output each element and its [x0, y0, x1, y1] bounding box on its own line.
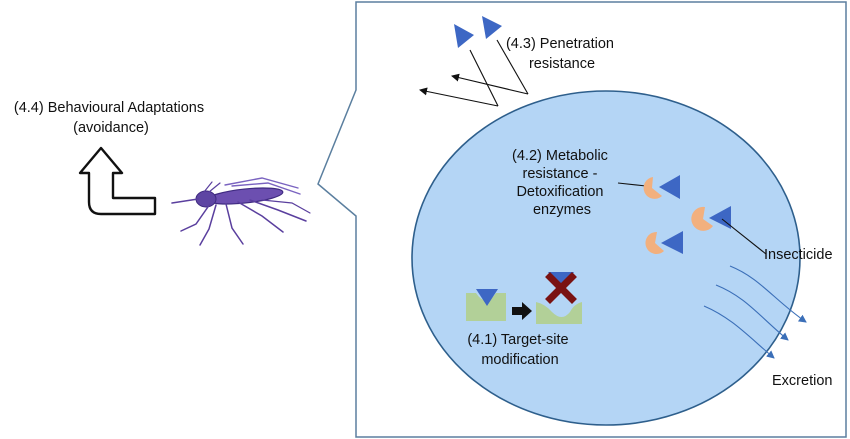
x-cross-icon	[545, 272, 577, 304]
metabolic-label: (4.2) Metabolic resistance - Detoxificat…	[512, 148, 612, 218]
detox-enzyme-3	[645, 231, 683, 254]
excretion-arrow-1	[729, 265, 807, 323]
insecticide-molecule-blocked-2	[482, 16, 502, 39]
insecticide-molecule-blocked-1	[454, 24, 474, 48]
mosquito-icon	[171, 177, 311, 246]
target-site-label: (4.1) Target-site modification	[467, 332, 572, 368]
excretion-arrow-3	[703, 305, 775, 359]
detox-enzyme-1	[643, 175, 680, 199]
penetration-label: (4.3) Penetration resistance	[506, 36, 618, 72]
right-arrow-icon	[512, 302, 532, 320]
metabolic-pointer-line	[617, 182, 647, 187]
detox-enzyme-2	[691, 206, 731, 231]
insecticide-label: Insecticide	[764, 247, 833, 263]
excretion-label: Excretion	[772, 373, 832, 389]
deflection-arrow-2	[419, 87, 499, 107]
receptor-modified	[536, 272, 582, 324]
deflection-arrow-1	[451, 73, 529, 95]
receptor-normal	[466, 289, 506, 321]
u-turn-up-arrow-icon	[78, 146, 157, 216]
penetration-line-2	[496, 39, 529, 95]
insecticide-pointer-line	[721, 218, 767, 255]
excretion-arrow-2	[715, 284, 789, 341]
behaviour-label: (4.4) Behavioural Adaptations (avoidance…	[14, 100, 208, 136]
penetration-line-1	[469, 49, 499, 107]
cell-body	[411, 90, 801, 426]
